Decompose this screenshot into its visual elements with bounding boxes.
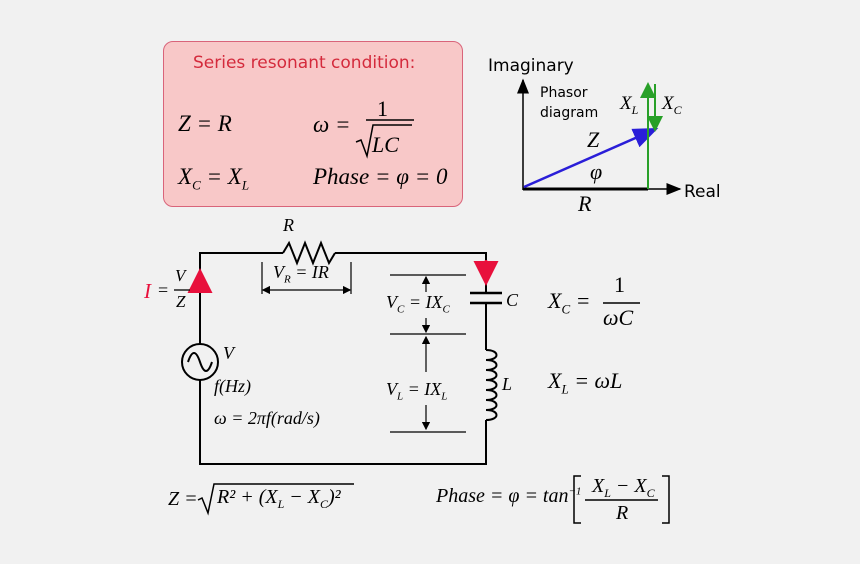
- current-numerator: V: [175, 266, 186, 285]
- xc-formula-lhs: XC =: [548, 288, 591, 317]
- resonant-condition-box: [163, 41, 463, 207]
- inductor-coil: [485, 349, 498, 421]
- phasor-z-label: Z: [587, 127, 600, 152]
- circuit-wire-bottom: [199, 380, 487, 465]
- sqrt-lc-radical: [355, 124, 412, 159]
- bracket-right: [662, 475, 670, 524]
- impedance-formula-lhs: Z =: [168, 488, 198, 510]
- z-phasor: [523, 127, 659, 189]
- bracket-left: [573, 475, 581, 524]
- vc-equals-ixc: VC = IXC: [386, 292, 450, 316]
- eq-omega-denominator: LC: [372, 132, 399, 157]
- phase-formula-lhs: Phase = φ = tan−1: [436, 485, 582, 507]
- phasor-title-line2: diagram: [540, 105, 599, 121]
- vl-equals-ixl: VL = IXL: [386, 379, 448, 403]
- phasor-title-line1: Phasor: [540, 85, 588, 101]
- source-voltage-label: V: [223, 343, 234, 363]
- phasor-xc-label: XC: [662, 93, 682, 117]
- xc-formula-numerator: 1: [614, 272, 625, 297]
- ac-source: [181, 343, 219, 381]
- box-title: Series resonant condition:: [193, 53, 416, 73]
- eq-z-equals-r: Z = R: [178, 111, 232, 136]
- eq-xc-equals-xl: XC = XL: [178, 164, 250, 193]
- sine-wave-icon: [187, 352, 213, 372]
- inductor-label: L: [502, 374, 513, 394]
- vr-equals-ir: VR = IR: [273, 262, 329, 286]
- phasor-phi-label: φ: [590, 159, 603, 184]
- impedance-formula-body: R² + (XL − XC)²: [217, 486, 341, 511]
- circuit-wire-top-left: [199, 252, 283, 345]
- resistor-label: R: [283, 215, 294, 235]
- phasor-r-label: R: [578, 191, 592, 216]
- xl-formula: XL = ωL: [548, 368, 623, 397]
- xc-formula-denominator: ωC: [603, 305, 634, 330]
- current-denominator: Z: [176, 292, 186, 311]
- eq-phase-zero: Phase = φ = 0: [313, 164, 448, 189]
- angular-frequency-label: ω = 2πf(rad/s): [214, 408, 320, 428]
- circuit-wire-top-right: [335, 252, 487, 293]
- phase-formula-numerator: XL − XC: [592, 475, 655, 500]
- phasor-xl-label: XL: [620, 93, 639, 117]
- resistor: [282, 240, 336, 266]
- frequency-label: f(Hz): [214, 376, 251, 396]
- eq-omega-lhs: ω =: [313, 112, 351, 137]
- current-label: I: [144, 279, 151, 303]
- sqrt-z-radical: [197, 483, 354, 516]
- imaginary-axis-label: Imaginary: [488, 56, 574, 76]
- capacitor-label: C: [506, 290, 519, 310]
- real-axis-label: Real: [684, 182, 721, 202]
- current-equals: =: [158, 280, 169, 300]
- phase-formula-denominator: R: [616, 502, 629, 524]
- eq-omega-numerator: 1: [377, 96, 388, 121]
